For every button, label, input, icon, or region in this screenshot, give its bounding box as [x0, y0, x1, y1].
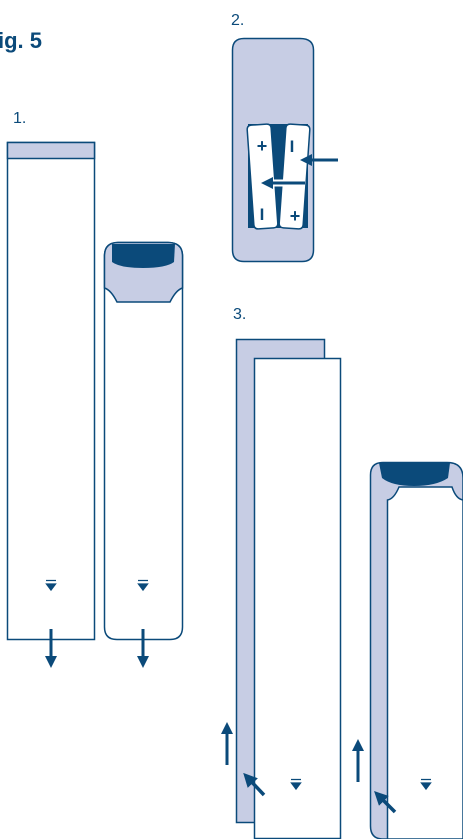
triangle-marker-icon — [290, 778, 302, 791]
front-cover — [386, 486, 463, 839]
minus-symbol: I — [290, 137, 295, 156]
battery-icon: I + — [278, 123, 311, 230]
front-cover — [253, 357, 342, 839]
cover-top-strip — [6, 141, 96, 160]
battery-icon: + I — [246, 123, 279, 230]
plus-symbol: + — [257, 136, 268, 156]
step-1-label: 1. — [13, 110, 27, 127]
remote-body — [103, 241, 184, 641]
triangle-marker-icon — [420, 778, 432, 791]
step-2-label: 2. — [231, 12, 245, 29]
step-1-group — [6, 141, 184, 668]
step-3-group — [221, 338, 463, 839]
front-cover — [6, 141, 96, 641]
plus-symbol: + — [290, 206, 301, 226]
remote-body — [369, 461, 463, 839]
minus-symbol: I — [260, 205, 265, 224]
arrow-upleft-icon — [243, 772, 266, 797]
figure-title: ig. 5 — [0, 28, 43, 53]
triangle-marker-icon — [137, 579, 149, 592]
step-2-group: + I I + — [231, 37, 338, 263]
step-3-label: 3. — [233, 306, 247, 323]
triangle-marker-icon — [45, 579, 57, 592]
compartment-opening — [379, 463, 450, 486]
compartment-opening — [112, 244, 175, 268]
arrow-upleft-icon — [374, 791, 397, 814]
